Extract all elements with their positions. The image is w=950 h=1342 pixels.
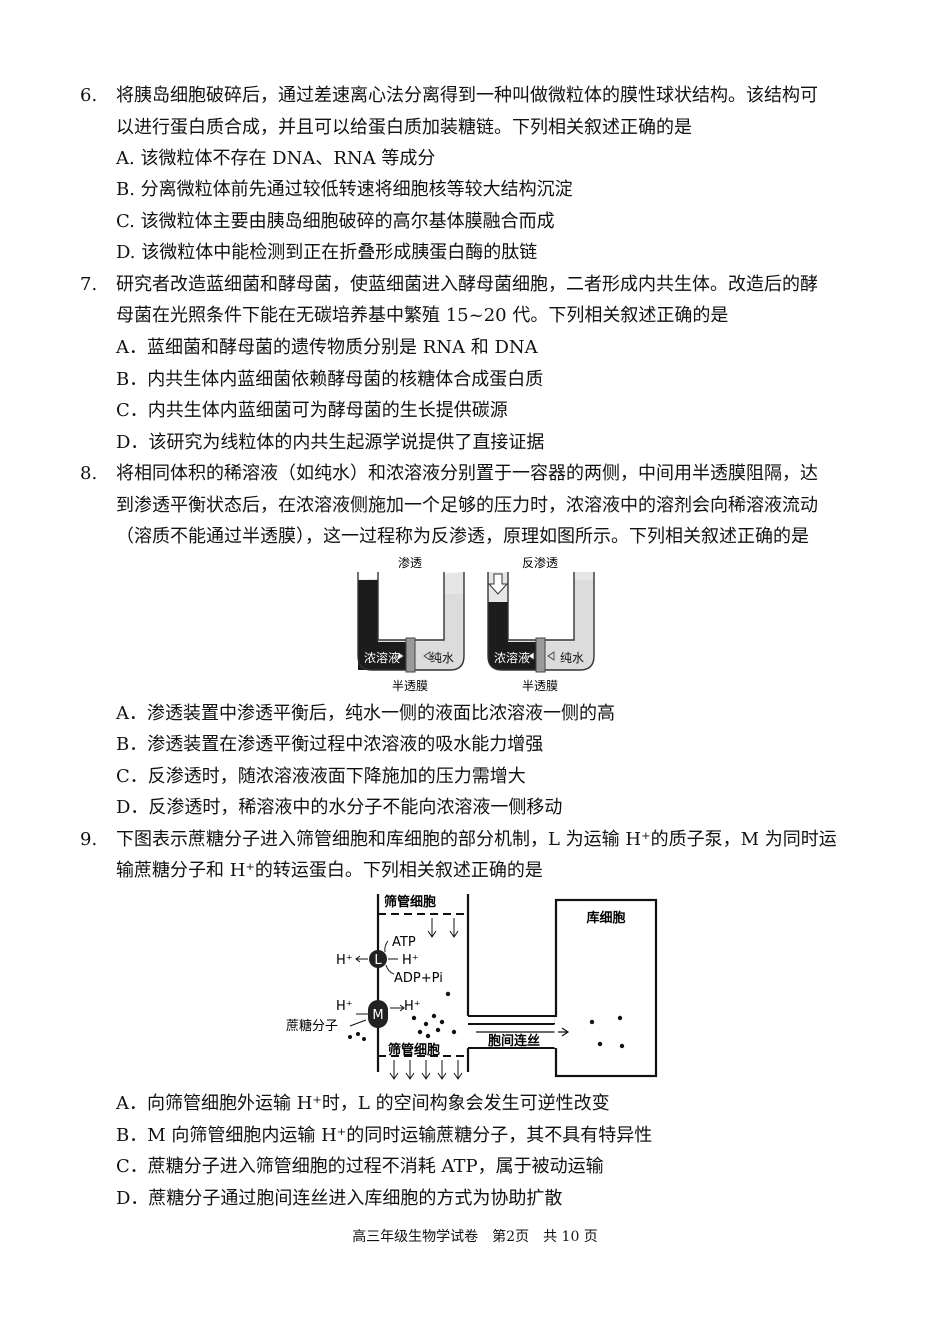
- h-plus-m-inside-label: H⁺: [404, 999, 421, 1014]
- question-9-option-d: D．蔗糖分子通过胞间连丝进入库细胞的方式为协助扩散: [116, 1188, 563, 1209]
- water-flow-arrow-icon: [397, 651, 405, 661]
- question-6-option-a: A. 该微粒体不存在 DNA、RNA 等成分: [116, 148, 436, 169]
- question-9-stem-line-2: 输蔗糖分子和 H⁺的转运蛋白。下列相关叙述正确的是: [116, 860, 543, 881]
- h-plus-inside-label: H⁺: [402, 953, 419, 968]
- cotransporter-m-icon: [368, 1000, 388, 1028]
- question-9-option-b: B．M 向筛管细胞内运输 H⁺的同时运输蔗糖分子，其不具有特异性: [116, 1125, 653, 1146]
- proton-pump-l-label: L: [374, 953, 382, 968]
- osmosis-figure: 渗透 浓溶液 纯水 半透膜 反渗透 浓溶液 纯水 半: [357, 555, 595, 693]
- h-plus-m-outside-label: H⁺: [336, 999, 353, 1014]
- question-8-number: 8.: [80, 463, 98, 484]
- proton-pump-l-icon: [369, 950, 387, 968]
- question-6-option-c: C. 该微粒体主要由胰岛细胞破碎的高尔基体膜融合而成: [116, 211, 555, 232]
- osmosis-concentrated-label: 浓溶液: [364, 650, 400, 665]
- semipermeable-membrane-left: [405, 637, 416, 673]
- cotransporter-m-label: M: [372, 1008, 383, 1023]
- question-9-option-a: A．向筛管细胞外运输 H⁺时，L 的空间构象会发生可逆性改变: [116, 1093, 610, 1114]
- question-7-option-a: A．蓝细菌和酵母菌的遗传物质分别是 RNA 和 DNA: [116, 337, 538, 358]
- osmosis-title: 渗透: [398, 555, 422, 570]
- sieve-cell-top-label: 筛管细胞: [384, 894, 436, 910]
- flow-arrow-icon: [476, 1027, 570, 1037]
- atp-label: ATP: [392, 935, 416, 950]
- question-8-stem-line-2: 到渗透平衡状态后，在浓溶液侧施加一个足够的压力时，浓溶液中的溶剂会向稀溶液流动: [116, 495, 818, 516]
- question-9-stem-line-1: 下图表示蔗糖分子进入筛管细胞和库细胞的部分机制，L 为运输 H⁺的质子泵，M 为…: [116, 829, 837, 850]
- question-9-option-c: C．蔗糖分子进入筛管细胞的过程不消耗 ATP，属于被动运输: [116, 1156, 604, 1177]
- question-8-option-a: A．渗透装置中渗透平衡后，纯水一侧的液面比浓溶液一侧的高: [116, 703, 615, 724]
- question-6-stem-line-1: 将胰岛细胞破碎后，通过差速离心法分离得到一种叫做微粒体的膜性球状结构。该结构可: [116, 85, 818, 106]
- sucrose-label: 蔗糖分子: [286, 1018, 338, 1034]
- osmosis-membrane-label: 半透膜: [392, 679, 428, 693]
- question-9-number: 9.: [80, 829, 98, 850]
- question-8-stem-line-3: （溶质不能通过半透膜），这一过程称为反渗透，原理如图所示。下列相关叙述正确的是: [116, 526, 809, 547]
- question-7-stem-line-2: 母菌在光照条件下能在无碳培养基中繁殖 15~20 代。下列相关叙述正确的是: [116, 305, 729, 326]
- question-7-stem-line-1: 研究者改造蓝细菌和酵母菌，使蓝细菌进入酵母菌细胞，二者形成内共生体。改造后的酵: [116, 274, 818, 295]
- question-8-option-d: D．反渗透时，稀溶液中的水分子不能向浓溶液一侧移动: [116, 797, 563, 818]
- question-6-stem-line-2: 以进行蛋白质合成，并且可以给蛋白质加装糖链。下列相关叙述正确的是: [116, 117, 692, 138]
- h-plus-outside-label: H⁺: [336, 953, 353, 968]
- question-7-number: 7.: [80, 274, 98, 295]
- sieve-cell-bottom-label: 筛管细胞: [388, 1042, 440, 1058]
- sink-cell-label: 库细胞: [586, 910, 625, 926]
- question-8-option-c: C．反渗透时，随浓溶液液面下降施加的压力需增大: [116, 766, 526, 787]
- osmosis-pure-water-label: 纯水: [430, 651, 454, 665]
- question-6-number: 6.: [80, 85, 98, 106]
- question-7-option-c: C．内共生体内蓝细菌可为酵母菌的生长提供碳源: [116, 400, 508, 421]
- question-8-stem-line-1: 将相同体积的稀溶液（如纯水）和浓溶液分别置于一容器的两侧，中间用半透膜阻隔，达: [116, 463, 818, 484]
- reverse-osmosis-membrane-label: 半透膜: [522, 679, 558, 693]
- adp-pi-label: ADP+Pi: [394, 971, 443, 986]
- sucrose-transport-figure: 筛管细胞 L ATP H⁺ ADP+Pi H⁺ M H⁺ H⁺ 蔗糖分子: [286, 894, 658, 1080]
- question-7-option-b: B．内共生体内蓝细菌依赖酵母菌的核糖体合成蛋白质: [116, 369, 544, 390]
- sink-cell-box: [554, 898, 658, 1078]
- reverse-osmosis-title: 反渗透: [522, 555, 558, 570]
- question-6-option-d: D. 该微粒体中能检测到正在折叠形成胰蛋白酶的肽链: [116, 242, 538, 263]
- semipermeable-membrane-right: [535, 637, 546, 673]
- question-8-option-b: B．渗透装置在渗透平衡过程中浓溶液的吸水能力增强: [116, 734, 544, 755]
- page-footer: 高三年级生物学试卷 第2页 共 10 页: [352, 1229, 598, 1245]
- question-7-option-d: D．该研究为线粒体的内共生起源学说提供了直接证据: [116, 432, 545, 453]
- pressure-arrow-icon: [487, 573, 509, 595]
- plasmodesmata-label: 胞间连丝: [487, 1033, 540, 1049]
- reverse-osmosis-concentrated-label: 浓溶液: [494, 650, 530, 665]
- reverse-osmosis-pure-water-label: 纯水: [560, 651, 584, 665]
- question-6-option-b: B. 分离微粒体前先通过较低转速将细胞核等较大结构沉淀: [116, 179, 573, 200]
